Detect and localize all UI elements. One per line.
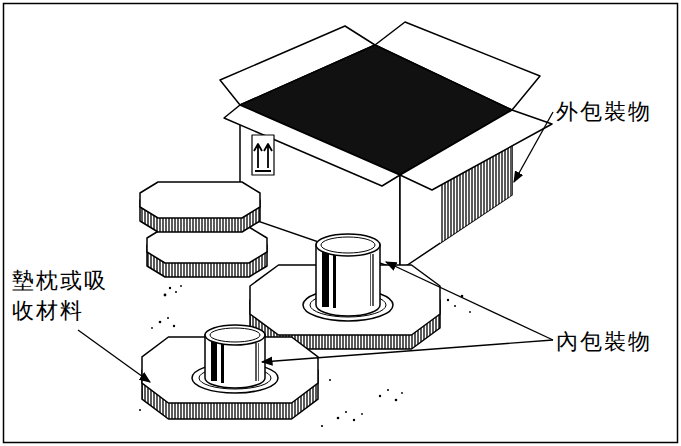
leader-line — [78, 330, 150, 382]
leader-line — [514, 112, 553, 182]
leader-line — [262, 340, 553, 362]
left-container — [205, 325, 265, 388]
part-label: 墊枕或吸 收材料 — [12, 266, 132, 326]
right-container — [316, 234, 380, 316]
this-way-up-arrows — [254, 144, 272, 171]
this-way-up-label — [252, 135, 274, 175]
box-flap — [400, 110, 552, 190]
part-label: 內包裝物 — [556, 327, 678, 357]
leader-line — [386, 262, 553, 340]
outer-box — [220, 22, 552, 270]
part-label: 外包裝物 — [556, 97, 678, 127]
pad-top — [140, 182, 260, 218]
box-flap — [224, 105, 400, 186]
leader-lines — [78, 112, 553, 382]
frame — [4, 4, 678, 443]
cushion-stack — [140, 182, 267, 277]
